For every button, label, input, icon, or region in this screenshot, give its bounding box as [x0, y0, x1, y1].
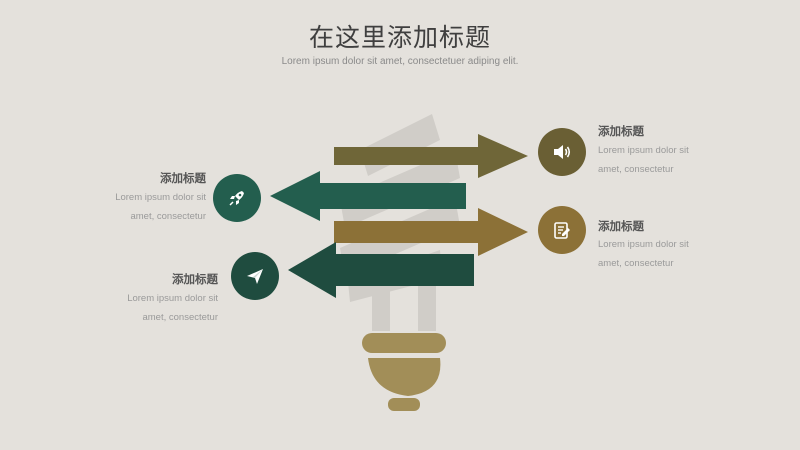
- slide-subtitle: Lorem ipsum dolor sit amet, consectetuer…: [281, 56, 519, 67]
- bulb-base: [362, 333, 446, 411]
- item-title-2: 添加标题: [160, 171, 206, 185]
- arrow-left-top: [270, 171, 466, 221]
- rocket-circle: [213, 174, 261, 222]
- item-title-3: 添加标题: [598, 219, 644, 233]
- slide-title: 在这里添加标题: [308, 23, 491, 52]
- paper-plane-icon: [247, 269, 263, 284]
- arrow-right-top: [334, 134, 528, 178]
- speaker-icon: [554, 145, 571, 159]
- speaker-circle: [538, 128, 586, 176]
- note-circle: [538, 206, 586, 254]
- paper-plane-circle: [231, 252, 279, 300]
- item-title-1: 添加标题: [598, 124, 644, 138]
- arrow-right-bottom: [334, 208, 528, 256]
- rocket-icon: [229, 191, 244, 206]
- item-title-4: 添加标题: [172, 272, 218, 286]
- note-edit-icon: [554, 222, 570, 239]
- arrow-left-bottom: [288, 242, 474, 298]
